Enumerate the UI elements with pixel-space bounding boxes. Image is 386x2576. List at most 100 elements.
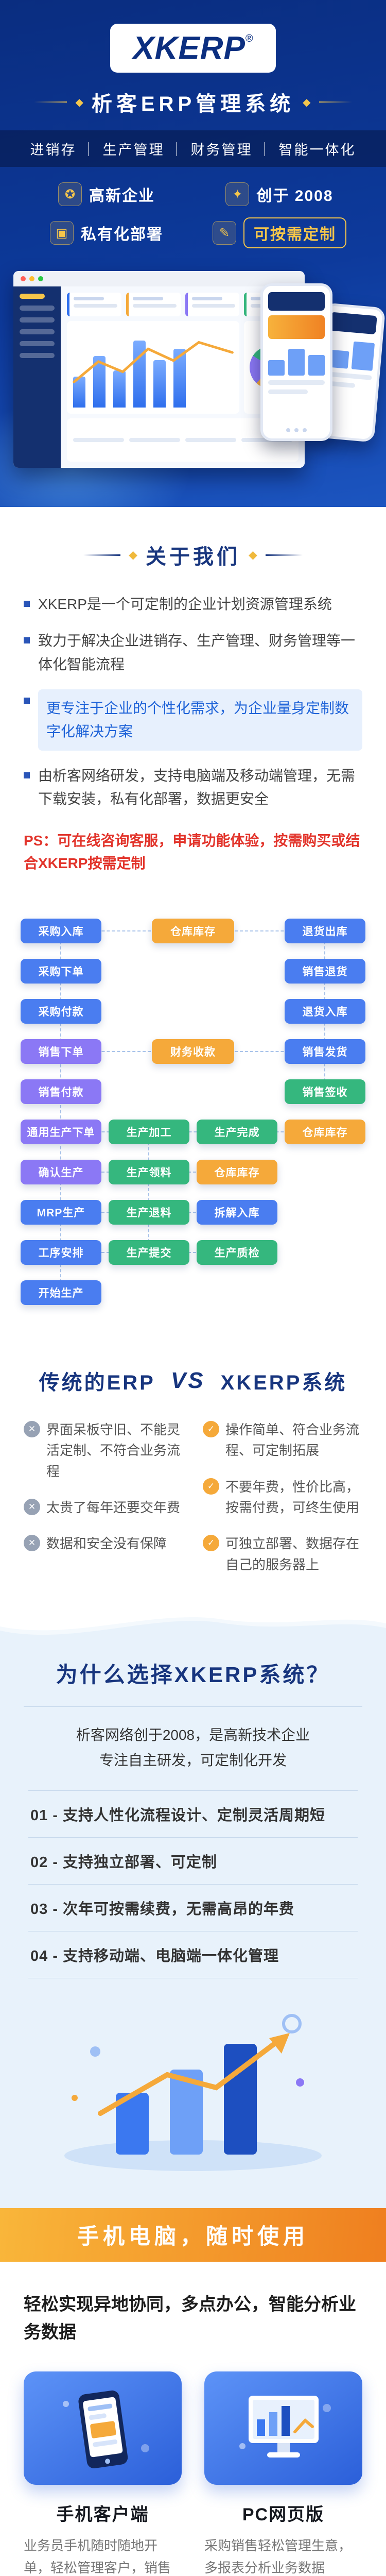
sidebar-item	[20, 306, 55, 311]
vs-item-text: 界面呆板守旧、不能灵活定制、不符合业务流程	[46, 1422, 181, 1479]
services-strip: 进销存 ｜ 生产管理 ｜ 财务管理 ｜ 智能一体化	[0, 130, 386, 167]
phone-screenshot-1	[260, 283, 332, 441]
browser-titlebar	[13, 271, 305, 286]
flow-node: 销售下单	[21, 1039, 101, 1064]
flow-node: 拆解入库	[197, 1200, 277, 1225]
flow-node: 销售付款	[21, 1079, 101, 1105]
wave-divider	[0, 1606, 386, 1635]
sidebar-item	[20, 294, 45, 299]
page-title: 析客ERP管理系统	[91, 93, 295, 115]
chart-bar	[153, 360, 166, 408]
vs-item-text: 不要年费，性价比高，按需付费，可终生使用	[225, 1479, 360, 1515]
decor-line	[83, 554, 121, 556]
flow-node: 生产领料	[109, 1160, 189, 1185]
client-cards: 手机客户端 业务员手机随时随地开单，轻松管理客户，销售尽在掌握	[24, 2371, 362, 2576]
diamond-icon: ◆	[249, 548, 257, 561]
brand-logo: XKERP ®	[110, 24, 276, 73]
about-item: 致力于解决企业进销存、生产管理、财务管理等一体化智能流程	[24, 629, 362, 676]
flow-node: 生产完成	[197, 1120, 277, 1145]
badge-private-deploy: ▣ 私有化部署	[26, 217, 187, 248]
flow-node: 生产退料	[109, 1200, 189, 1225]
server-icon: ▣	[50, 221, 74, 245]
chart-bar	[133, 341, 146, 408]
sidebar-item	[20, 353, 55, 358]
badge-grid: ✪ 高新企业 ✦ 创于 2008 ▣ 私有化部署 ✎ 可按需定制	[26, 182, 360, 248]
phone-row	[268, 380, 325, 385]
vs-item-text: 可独立部署、数据存在自己的服务器上	[225, 1536, 360, 1572]
sidebar-item	[20, 317, 55, 323]
card-mobile: 手机客户端 业务员手机随时随地开单，轻松管理客户，销售尽在掌握	[24, 2371, 182, 2576]
flow-node: 仓库库存	[197, 1160, 277, 1185]
why-content: 为什么选择XKERP系统？ 析客网络创于2008，是高新技术企业 专注自主研发，…	[0, 1644, 386, 2175]
chart-bar	[73, 377, 85, 408]
window-dot-icon	[21, 276, 26, 281]
flow-node: 生产提交	[109, 1240, 189, 1265]
medal-icon: ✪	[58, 182, 82, 206]
flow-connector	[61, 1131, 325, 1133]
phone-chart	[326, 335, 375, 371]
about-ps-note: PS：可在线咨询客服，申请功能体验，按需购买或结合XKERP按需定制	[24, 832, 360, 872]
diamond-icon: ◆	[75, 96, 83, 108]
flow-connector	[60, 931, 61, 1293]
cross-icon: ✕	[24, 1421, 40, 1438]
flow-node: 采购下单	[21, 959, 101, 984]
founded-icon: ✦	[225, 182, 250, 206]
about-list: XKERP是一个可定制的企业计划资源管理系统 致力于解决企业进销存、生产管理、财…	[24, 592, 362, 811]
phone-illustration-icon	[62, 2390, 149, 2468]
vs-item: ✕ 界面呆板守旧、不能灵活定制、不符合业务流程	[24, 1419, 183, 1482]
why-section: 为什么选择XKERP系统？ 析客网络创于2008，是高新技术企业 专注自主研发，…	[0, 1606, 386, 2208]
vs-item: ✓ 操作简单、符合业务流程、可定制拓展	[203, 1419, 362, 1461]
sidebar-item	[20, 329, 55, 334]
badge-label: 高新企业	[89, 188, 155, 205]
banner-section: 手机电脑，随时使用	[0, 2208, 386, 2262]
flow-node: 销售退货	[285, 959, 365, 984]
feature-item: 02 - 支持独立部署、可定制	[28, 1838, 358, 1885]
flow-node: 生产加工	[109, 1120, 189, 1145]
banner-text: 手机电脑，随时使用	[77, 2224, 309, 2249]
about-item: 由析客网络研发，支持电脑端及移动端管理，无需下载安装，私有化部署，数据更安全	[24, 764, 362, 811]
about-item: XKERP是一个可定制的企业计划资源管理系统	[24, 592, 362, 616]
flow-node: 确认生产	[21, 1160, 101, 1185]
window-dot-icon	[38, 276, 43, 281]
badge-founded: ✦ 创于 2008	[199, 182, 360, 206]
window-dot-icon	[29, 276, 34, 281]
card-pc: PC网页版 采购销售轻松管理生意，多报表分析业务数据	[204, 2371, 362, 2576]
flow-node: 销售发货	[285, 1039, 365, 1064]
card-desc: 业务员手机随时随地开单，轻松管理客户，销售尽在掌握	[24, 2537, 171, 2575]
about-text: 致力于解决企业进销存、生产管理、财务管理等一体化智能流程	[38, 633, 356, 672]
check-icon: ✓	[203, 1478, 219, 1495]
card-title: PC网页版	[242, 2504, 325, 2524]
check-icon: ✓	[203, 1535, 219, 1552]
why-intro-line1: 析客网络创于2008，是高新技术企业	[76, 1726, 310, 1743]
decor-line	[319, 101, 352, 103]
flow-node: 仓库库存	[285, 1120, 365, 1145]
chart-bar	[93, 356, 106, 408]
vs-title-right: XKERP系统	[220, 1371, 347, 1395]
bullet-icon	[24, 772, 30, 778]
flow-node: 销售签收	[285, 1079, 365, 1105]
chart-bar	[113, 370, 126, 408]
about-item-highlight: 更专注于企业的个性化需求，为企业量身定制数字化解决方案	[24, 689, 362, 751]
cross-icon: ✕	[24, 1499, 40, 1515]
flow-node: 财务收款	[152, 1039, 234, 1064]
bullet-icon	[24, 601, 30, 607]
vs-label: VS	[170, 1368, 205, 1394]
flow-node: 采购入库	[21, 919, 101, 944]
badge-hightech: ✪ 高新企业	[26, 182, 187, 206]
flow-node: MRP生产	[21, 1200, 101, 1225]
chart-bar	[173, 349, 186, 408]
why-title: 为什么选择XKERP系统？	[56, 1662, 330, 1687]
vs-right-column: ✓ 操作简单、符合业务流程、可定制拓展 ✓ 不要年费，性价比高，按需付费，可终生…	[203, 1419, 362, 1575]
flowchart-grid: 采购入库 仓库库存 退货出库 采购下单 销售退货 采购付款 退货入库 销售下单 …	[21, 919, 365, 1306]
stat-card	[67, 293, 121, 316]
hero-section: XKERP ® ◆ 析客ERP管理系统 ◆ 进销存 ｜ 生产管理 ｜ 财务管理 …	[0, 0, 386, 507]
badge-label: 创于 2008	[256, 188, 334, 205]
diamond-icon: ◆	[303, 96, 311, 108]
about-text: 由析客网络研发，支持电脑端及移动端管理，无需下载安装，私有化部署，数据更安全	[38, 767, 356, 807]
vs-item: ✕ 数据和安全没有保障	[24, 1533, 183, 1554]
bar-chart-widget	[67, 321, 240, 414]
flow-node: 通用生产下单	[21, 1120, 101, 1145]
about-title-row: ◆ 关于我们 ◆	[24, 540, 362, 570]
vs-item: ✓ 不要年费，性价比高，按需付费，可终生使用	[203, 1477, 362, 1518]
stat-card	[185, 293, 240, 316]
